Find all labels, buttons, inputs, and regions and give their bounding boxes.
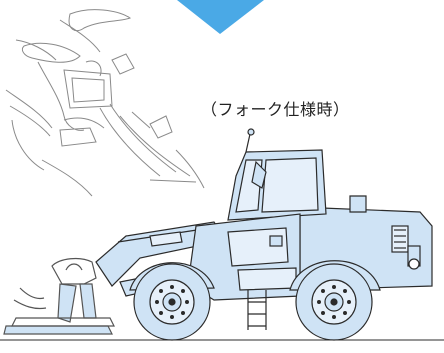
lower-fork-sketch (3, 257, 115, 335)
rear-wheel (295, 263, 373, 341)
raised-fork-sketch (5, 9, 205, 197)
front-wheel (133, 263, 211, 341)
down-triangle-icon (177, 0, 264, 34)
fork-spec-caption: （フォーク仕様時） (201, 100, 350, 119)
loader-body (129, 128, 433, 330)
step-ladder (247, 290, 267, 330)
